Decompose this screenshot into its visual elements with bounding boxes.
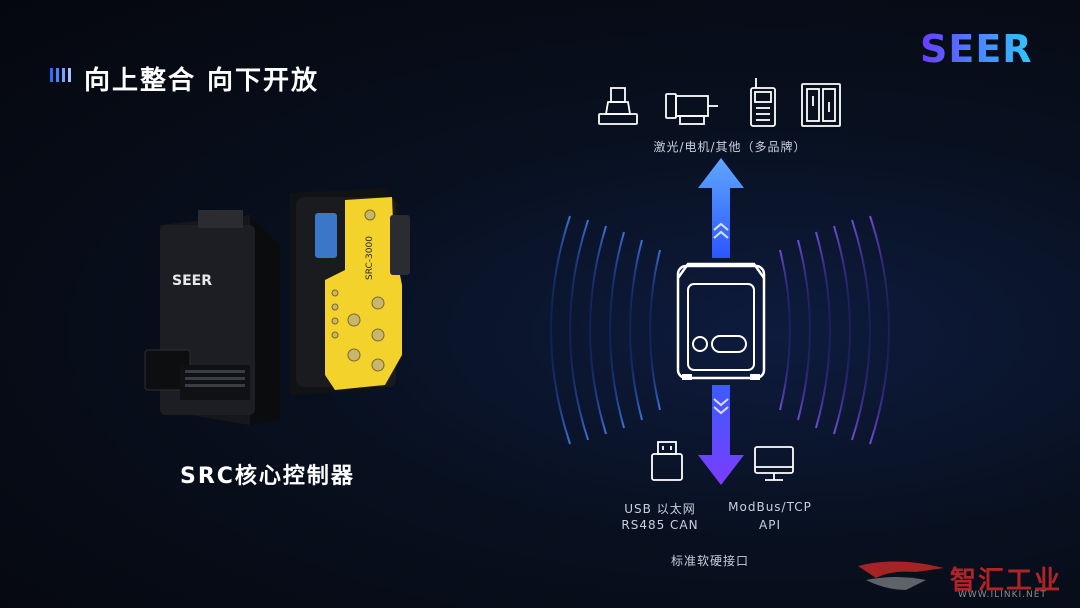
interface-group-right-line1: ModBus/TCP [728,500,812,514]
seer-logo-text: SEER [920,30,1033,70]
src-controller-image: SEER SRC-3000 [144,188,410,425]
downstream-label: 标准软硬接口 [670,554,749,568]
interface-group-left-line1: USB 以太网 [624,502,696,516]
watermark-url: WWW.ILINKI.NET [958,590,1047,600]
radio-icon [750,78,776,127]
upstream-label: 激光/电机/其他（多品牌） [653,140,807,154]
seer-logo: SEER [920,30,1033,70]
tower-light-icon [598,87,638,125]
upward-arrow [698,158,744,258]
board-model-label: SRC-3000 [365,236,375,280]
watermark-text: 智汇工业 [950,566,1063,596]
interface-group-left-line2: RS485 CAN [621,518,699,532]
title-accent-bars [50,68,71,82]
monitor-icon [754,446,794,481]
downward-arrow [698,385,744,485]
switch-panel-icon [801,83,841,127]
usb-dongle-icon [651,441,683,481]
page-title: 向上整合 向下开放 [84,66,320,96]
robot-device-icon [676,262,766,380]
watermark-logo-icon [858,561,944,590]
product-label: SRC核心控制器 [180,464,355,489]
case-logo: SEER [172,273,212,289]
motor-icon [665,93,718,125]
interface-group-right-line2: API [759,518,781,532]
signal-waves [550,215,890,445]
